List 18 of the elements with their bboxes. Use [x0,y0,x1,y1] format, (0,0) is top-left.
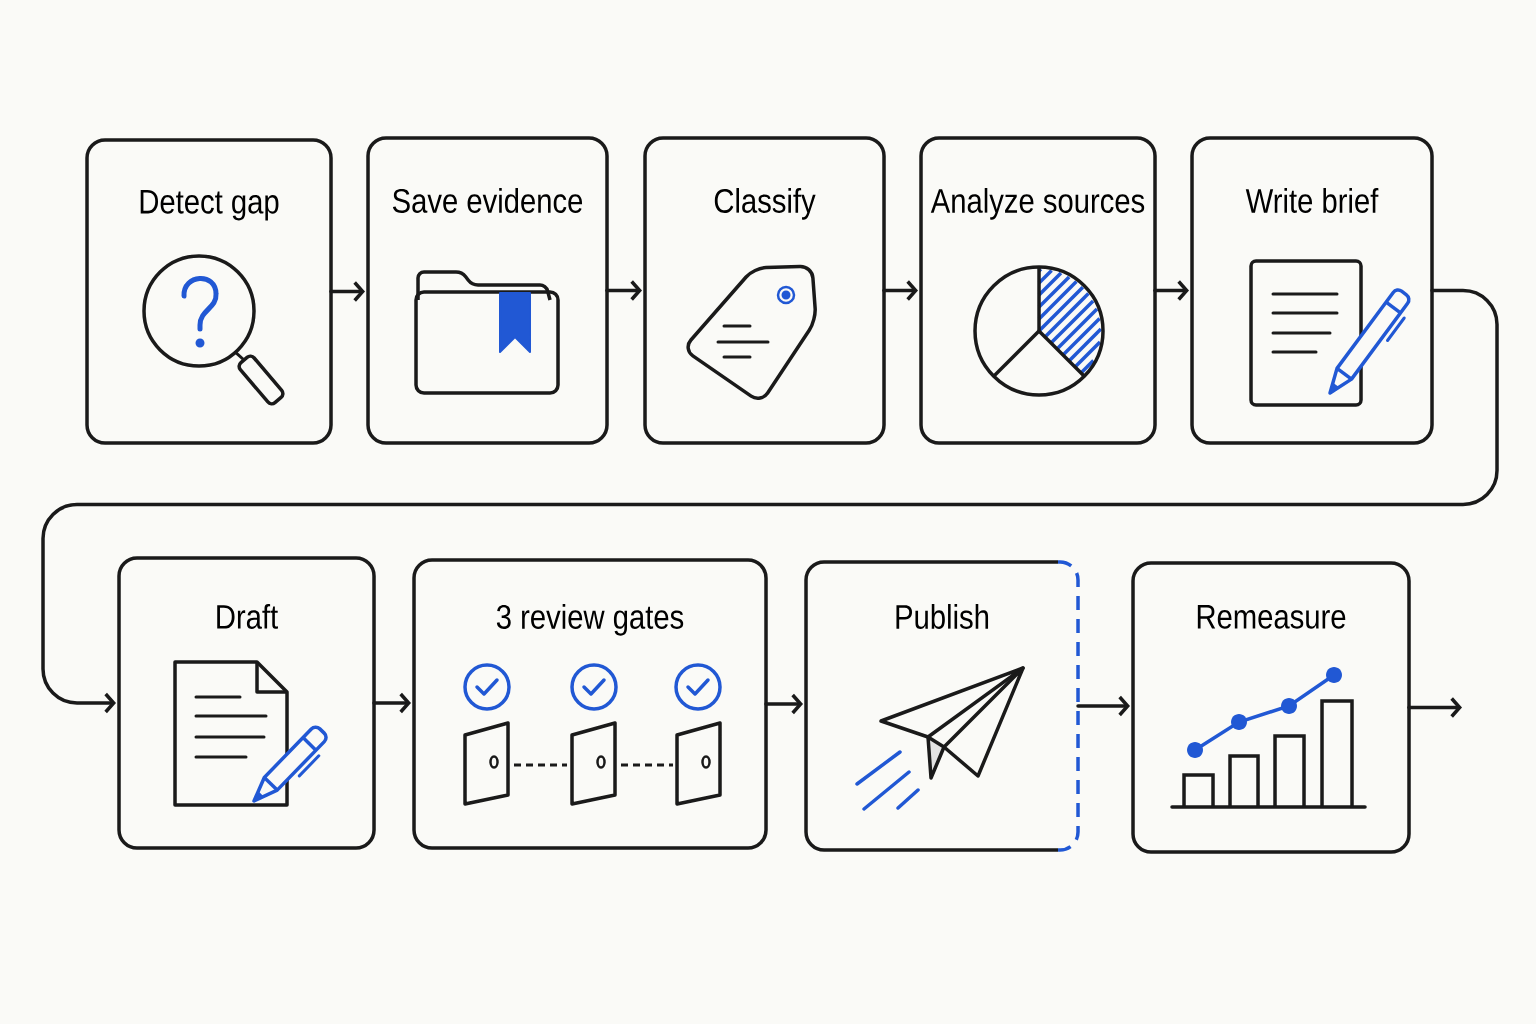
arrow [372,692,411,714]
arrow [41,288,1499,714]
step-box: Analyze sources [919,136,1157,445]
step-box: Remeasure [1131,561,1411,854]
step-box: Detect gap [85,138,333,445]
arrow [329,281,365,302]
step-box: Write brief [1190,136,1434,445]
arrow [1407,697,1462,718]
step-box: 3 review gates [412,558,768,850]
arrow [882,280,918,301]
arrow [1076,695,1130,717]
arrow [605,280,642,301]
step-box: Publish [804,560,1080,852]
step-box: Classify [643,136,886,445]
step-box: Save evidence [366,136,609,445]
arrow [1153,280,1189,301]
arrow [764,693,803,715]
step-box: Draft [117,556,376,850]
